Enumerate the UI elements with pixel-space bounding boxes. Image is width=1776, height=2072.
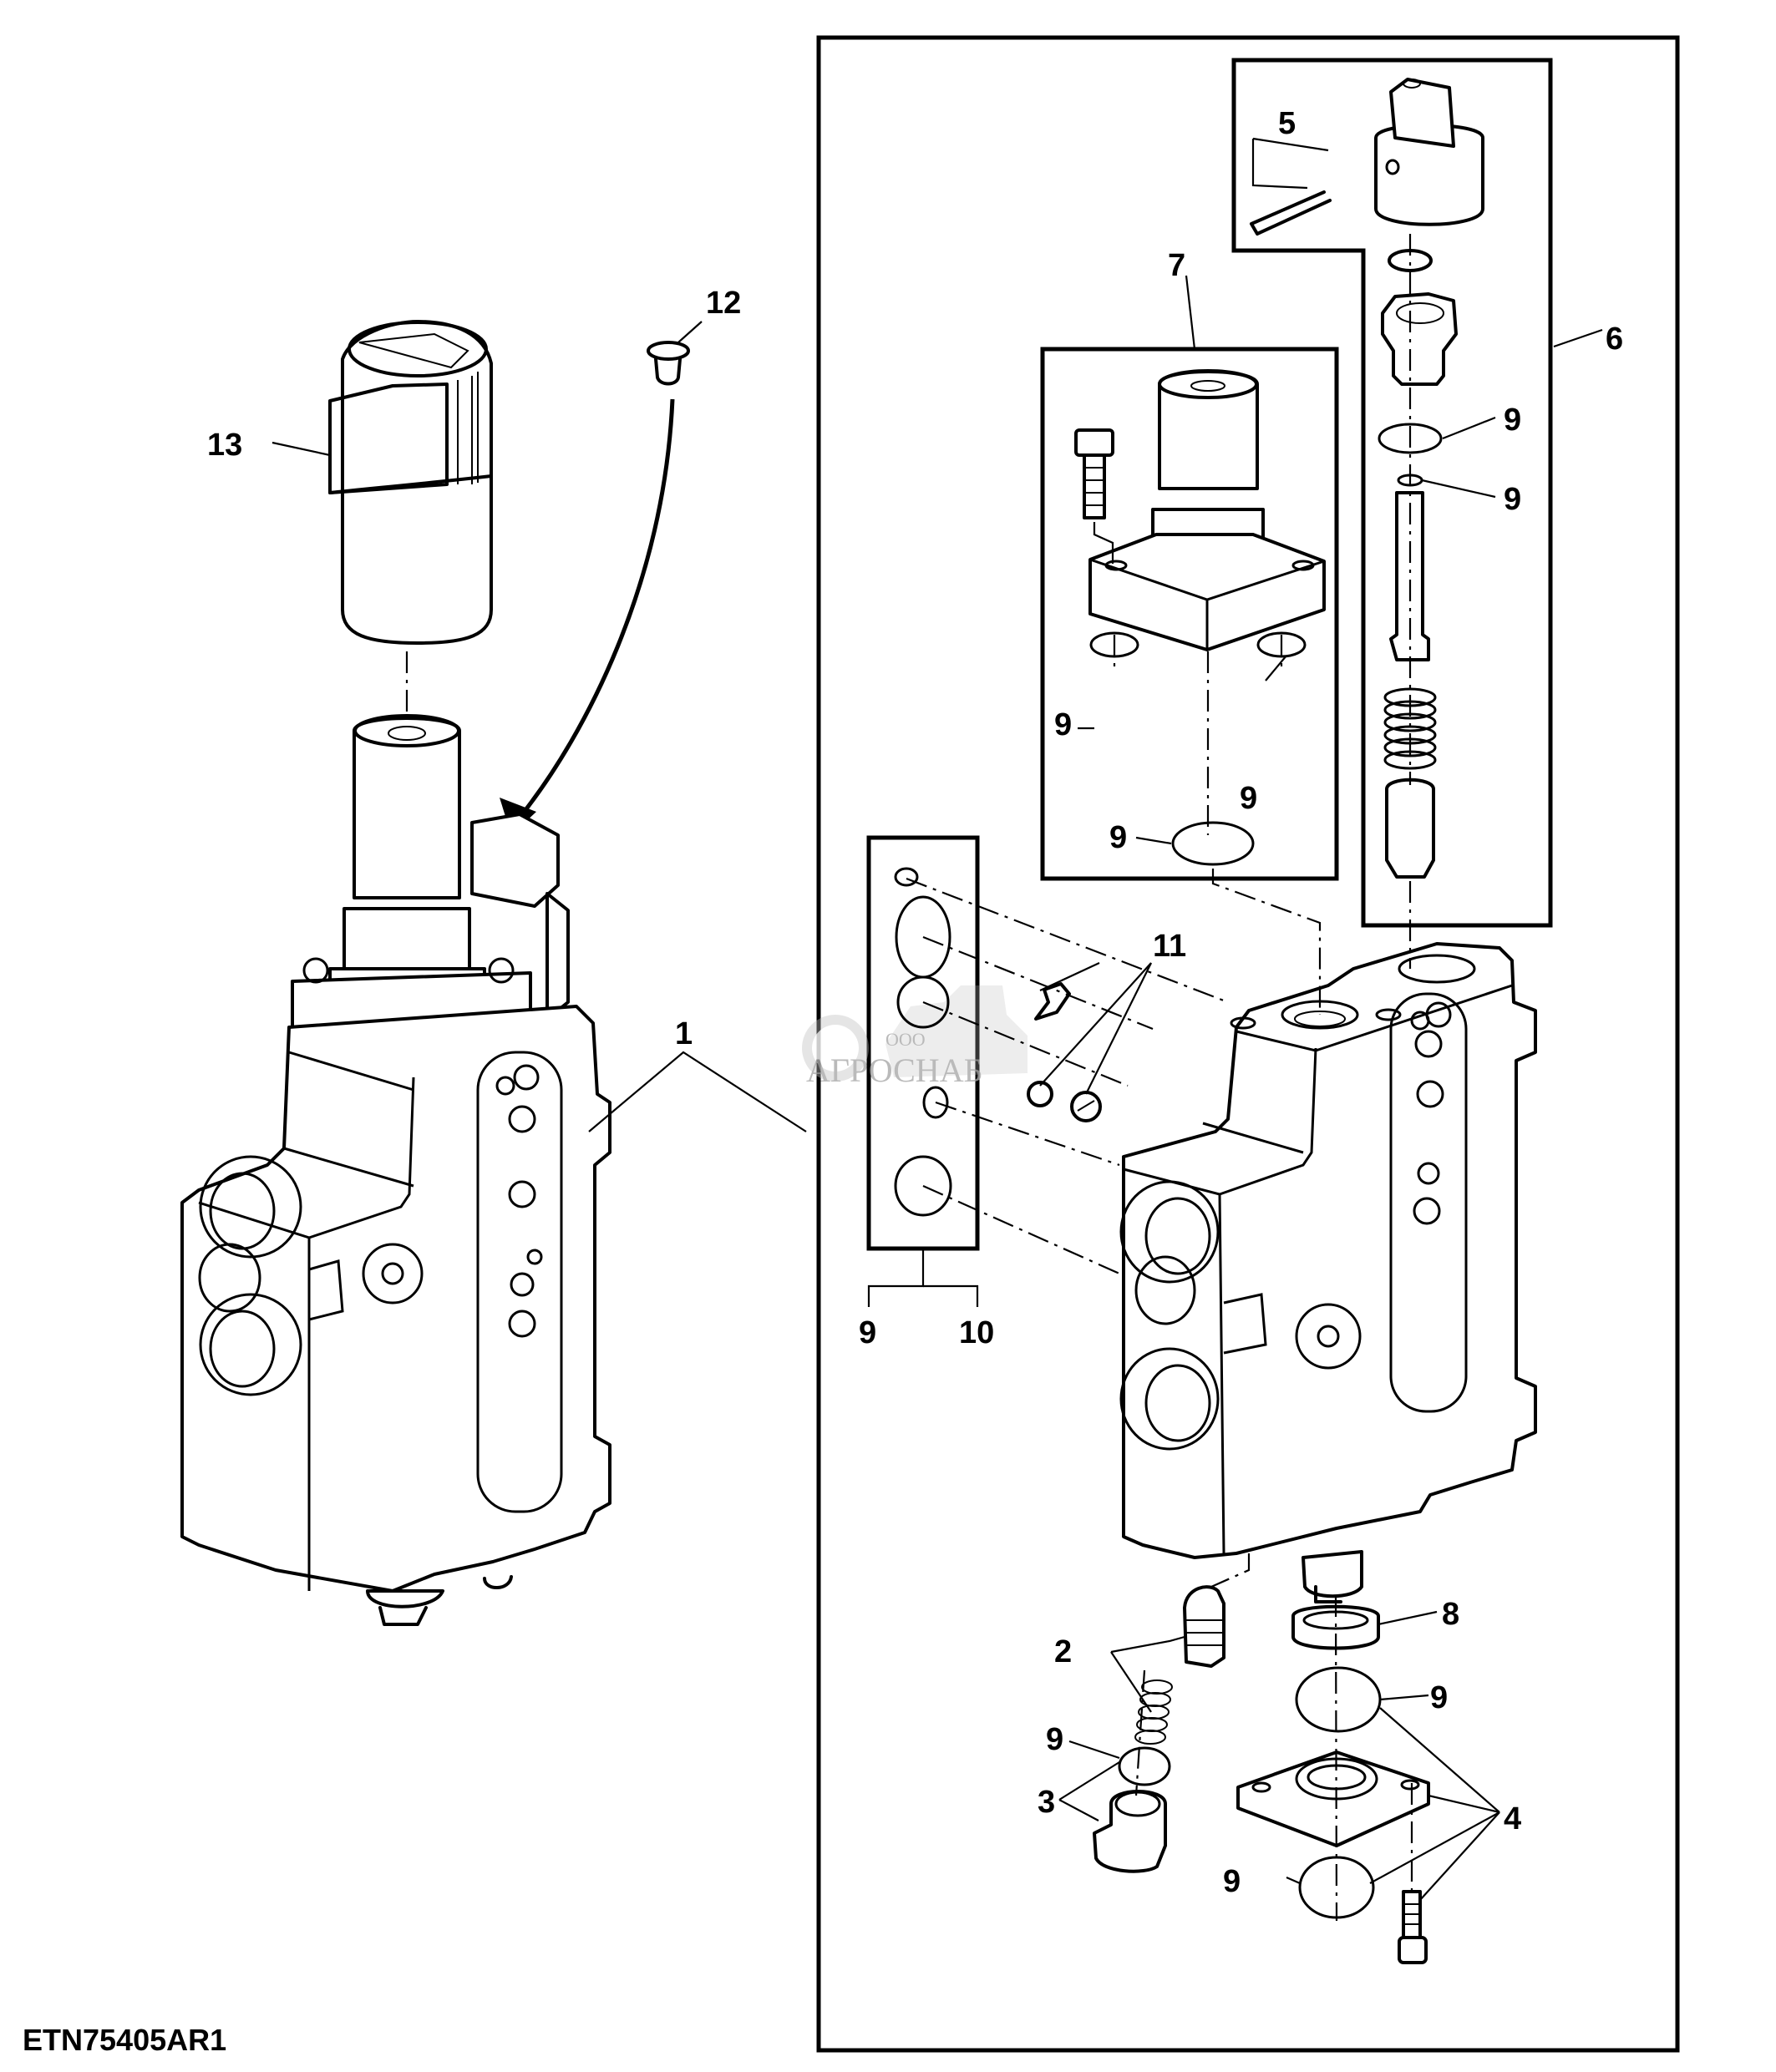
- plug-3: [1093, 1790, 1167, 1873]
- callout-9-cover-bottom: 9: [1223, 1864, 1241, 1899]
- oring-9-cover-top: [1295, 1666, 1382, 1733]
- detail-frame-item-7: [1040, 347, 1339, 881]
- valve-body-right: [1119, 942, 1537, 1603]
- leaders: [271, 137, 1603, 1901]
- callout-10: 10: [959, 1315, 994, 1350]
- bushing-8: [1291, 1604, 1380, 1650]
- watermark-prefix: ООО: [885, 1029, 926, 1050]
- watermark-combine-icon: [885, 985, 1028, 1077]
- callout-9-plug: 9: [1046, 1722, 1063, 1757]
- callout-4: 4: [1504, 1801, 1521, 1836]
- callout-9-oring-small: 9: [1504, 482, 1521, 517]
- callout-6: 6: [1606, 322, 1623, 357]
- callout-5: 5: [1278, 106, 1296, 141]
- leader-1: [588, 1051, 807, 1132]
- relief-cartridge-6: [1250, 78, 1484, 879]
- solenoid-cap-13: [328, 320, 493, 645]
- callout-9-oring-large: 9: [1504, 403, 1521, 438]
- callout-2: 2: [1054, 1634, 1072, 1669]
- callout-9-seal-kit: 9: [859, 1315, 876, 1350]
- figure-reference-code: ETN75405AR1: [23, 2023, 226, 2057]
- oring-9-plug: [1118, 1746, 1171, 1786]
- callout-9-adapter-right: 9: [1240, 781, 1257, 816]
- plugs-11: [1027, 982, 1102, 1122]
- assembly-axes: [405, 234, 1413, 1922]
- plug-12: [500, 341, 690, 835]
- solenoid-adapter-7: [1074, 369, 1326, 866]
- check-valve-2: [1134, 1585, 1225, 1745]
- callout-9-adapter-main: 9: [1109, 820, 1127, 855]
- callout-11: 11: [1153, 929, 1186, 964]
- detail-frame-item-5: [1231, 58, 1553, 928]
- callout-7: 7: [1168, 248, 1185, 283]
- oring-9-adapter-main: [1171, 821, 1255, 866]
- watermark-logo: ООО АГРОСНАБ: [802, 985, 1028, 1089]
- seal-kit-9-10: [894, 867, 952, 1217]
- watermark-company: АГРОСНАБ: [806, 1051, 983, 1089]
- valve-body-left: [180, 1005, 611, 1593]
- callout-12: 12: [706, 286, 741, 321]
- valve-assembly-left: [180, 320, 690, 1626]
- cover-flange-4: [1236, 1750, 1430, 1847]
- callout-13: 13: [207, 428, 242, 463]
- callout-3: 3: [1038, 1785, 1055, 1820]
- callout-8: 8: [1442, 1597, 1459, 1632]
- callout-9-cover-top: 9: [1430, 1680, 1448, 1715]
- callout-9-adapter-left: 9: [1054, 707, 1072, 742]
- callout-1: 1: [675, 1016, 693, 1051]
- cover-screw-4: [1398, 1890, 1428, 1964]
